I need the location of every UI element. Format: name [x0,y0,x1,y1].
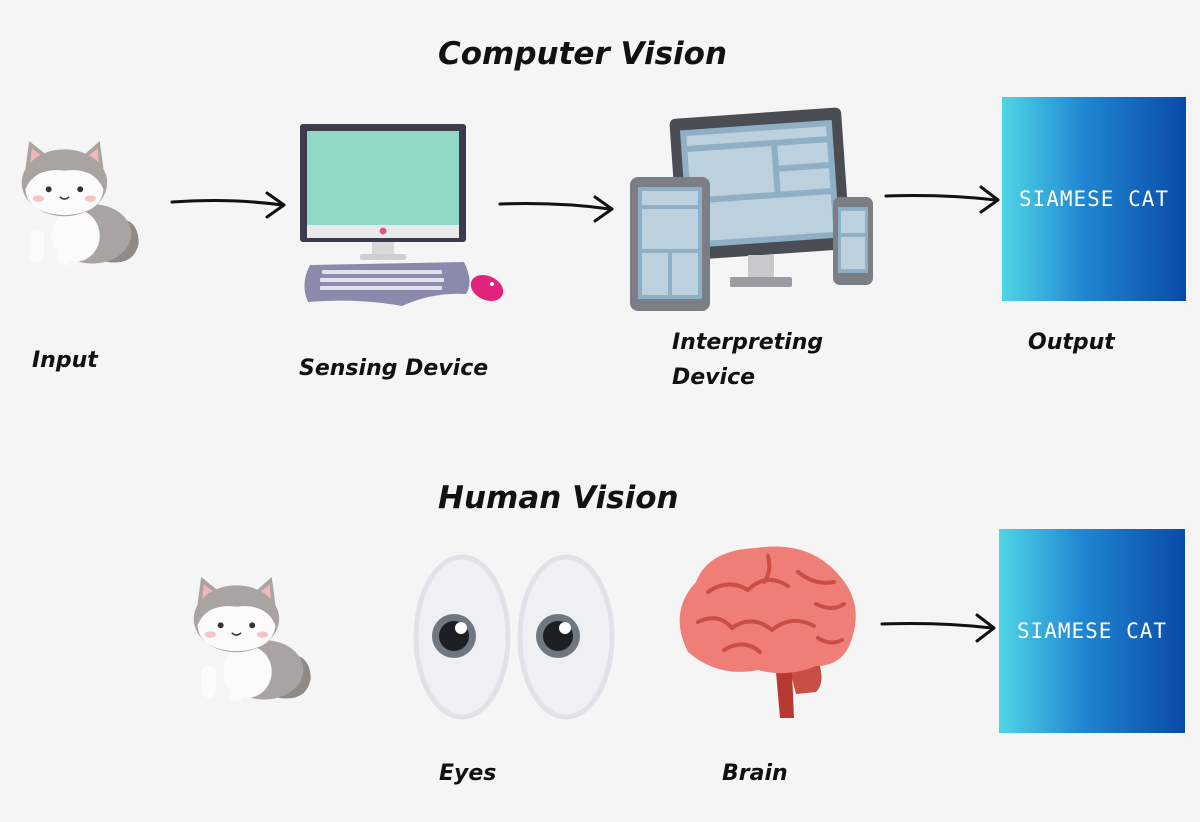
brain-icon [679,546,856,718]
eye-icon [412,552,512,722]
output-box: SIAMESE CAT [999,529,1185,733]
devices-icon [630,107,873,311]
output-box: SIAMESE CAT [1002,97,1186,301]
output-text: SIAMESE CAT [1016,619,1168,643]
human-vision-title: Human Vision [438,480,679,516]
eye-icon [516,552,616,722]
output-text: SIAMESE CAT [1018,187,1170,211]
cat-icon [192,576,312,703]
eyes-label: Eyes [439,761,497,786]
cat-icon [20,140,140,267]
arrow-right-icon [498,195,614,223]
output-label: Output [1028,330,1115,355]
arrow-right-icon [880,613,996,643]
sensing-device-label: Sensing Device [299,356,489,381]
computer-vision-title: Computer Vision [438,36,728,72]
desktop-computer-icon [300,124,504,306]
brain-label: Brain [722,761,788,786]
input-label: Input [32,348,98,373]
arrow-right-icon [884,185,1000,214]
arrow-right-icon [170,191,286,219]
interpreting-device-label: Interpreting Device [672,330,824,390]
